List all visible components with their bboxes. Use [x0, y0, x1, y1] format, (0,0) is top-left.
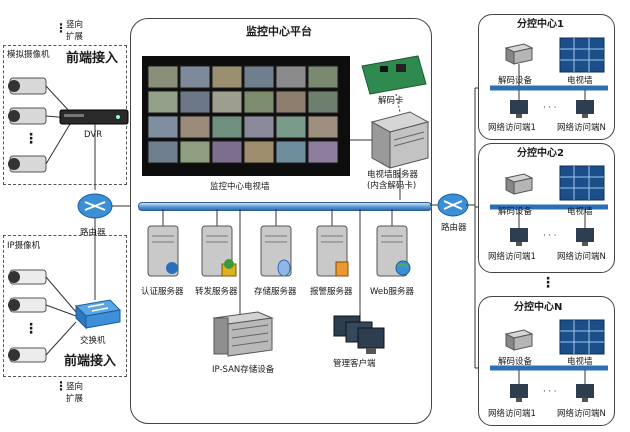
- tv-wall-icon: [559, 165, 605, 201]
- pc-icon: [510, 228, 528, 246]
- tv-server-label-2: (内含解码卡): [367, 181, 417, 191]
- router-icon: [77, 193, 113, 219]
- server-label-forward: 转发服务器: [195, 287, 238, 297]
- router-label-left: 路由器: [80, 228, 106, 238]
- sub-center-n: [478, 296, 615, 426]
- router-label-right: 路由器: [441, 223, 467, 233]
- sub1-wall-label: 电视墙: [567, 76, 593, 86]
- server-label-auth: 认证服务器: [141, 287, 184, 297]
- sub-center-1: [478, 14, 615, 140]
- ipsan-storage-icon: [212, 311, 274, 357]
- camera-icon: [8, 347, 47, 363]
- sub-center-2-devices: [490, 165, 608, 246]
- sub2-wall-label: 电视墙: [567, 207, 593, 217]
- network-bus: [138, 202, 432, 211]
- subn-client1-label: 网络访问端1: [488, 409, 536, 419]
- decoder-device-icon: [504, 173, 534, 195]
- expand-label-top-1: 竖向: [66, 20, 84, 30]
- sub2-decoder-label: 解码设备: [498, 207, 533, 217]
- sub2-clientn-label: 网络访问端N: [557, 252, 606, 262]
- alarm-server-icon: [316, 225, 349, 277]
- tv-wall-icon: [559, 319, 605, 355]
- management-client-label: 管理客户端: [333, 359, 376, 369]
- analog-ellipsis: ⋮: [24, 131, 38, 147]
- ip-camera-label: IP摄像机: [7, 241, 41, 251]
- sub1-hdots: · · ·: [543, 103, 557, 113]
- subn-decoder-label: 解码设备: [498, 357, 533, 367]
- expand-label-bottom-1: 竖向: [66, 382, 84, 392]
- ip-camera-group: [3, 235, 127, 377]
- decoder-card-label: 解码卡: [378, 96, 404, 106]
- switch-icon: [74, 299, 122, 330]
- decoder-device-icon: [504, 329, 534, 351]
- camera-icon: [8, 155, 47, 173]
- decoder-card-icon: [361, 55, 427, 95]
- ip-ellipsis: ⋮: [24, 321, 38, 337]
- sub1-decoder-label: 解码设备: [498, 76, 533, 86]
- expand-dots-bottom: ⋮: [55, 379, 67, 393]
- video-wall-screens: [147, 65, 339, 164]
- analog-camera-label: 模拟摄像机: [7, 50, 50, 60]
- pc-icon: [576, 228, 594, 246]
- subn-clientn-label: 网络访问端N: [557, 409, 606, 419]
- sub-center-1-title: 分控中心1: [517, 19, 564, 30]
- server-label-storage: 存储服务器: [254, 287, 297, 297]
- sub1-clientn-label: 网络访问端N: [557, 123, 606, 133]
- pc-icon: [510, 384, 528, 402]
- storage-server-icon: [260, 225, 292, 277]
- camera-icon: [8, 297, 47, 313]
- pc-icon: [576, 100, 594, 118]
- pc-icon: [510, 100, 528, 118]
- sub1-client1-label: 网络访问端1: [488, 123, 536, 133]
- front-access-bottom-label: 前端接入: [64, 354, 117, 369]
- front-access-top-label: 前端接入: [66, 51, 119, 66]
- platform-title: 监控中心平台: [246, 25, 312, 38]
- dvr-icon: [59, 109, 129, 125]
- expand-label-bottom-2: 扩展: [66, 394, 84, 404]
- sub-center-dots: ⋮: [541, 275, 555, 291]
- tv-wall-server-icon: [370, 111, 430, 169]
- camera-icon: [8, 77, 47, 95]
- sub-center-n-devices: [490, 319, 608, 402]
- management-client-icon: [333, 315, 385, 354]
- sub2-client1-label: 网络访问端1: [488, 252, 536, 262]
- video-wall-label: 监控中心电视墙: [210, 182, 270, 192]
- switch-label: 交换机: [80, 336, 106, 346]
- decoder-device-icon: [504, 43, 534, 65]
- server-label-web: Web服务器: [370, 287, 415, 297]
- pc-icon: [576, 384, 594, 402]
- sub-center-1-devices: [490, 37, 608, 118]
- expand-dots-top: ⋮: [55, 21, 67, 35]
- subn-hdots: · · ·: [543, 387, 557, 397]
- tv-server-label-1: 电视墙服务器: [367, 170, 419, 180]
- subn-wall-label: 电视墙: [567, 357, 593, 367]
- web-server-icon: [376, 225, 411, 277]
- auth-server-icon: [147, 225, 179, 277]
- expand-label-top-2: 扩展: [66, 32, 84, 42]
- tv-wall-icon: [559, 37, 605, 73]
- forward-server-icon: [201, 225, 237, 277]
- dvr-label: DVR: [84, 130, 103, 140]
- ipsan-label: IP-SAN存储设备: [212, 365, 275, 375]
- server-label-alarm: 报警服务器: [310, 287, 353, 297]
- sub2-hdots: · · ·: [543, 231, 557, 241]
- sub-center-2-title: 分控中心2: [517, 148, 564, 159]
- sub-center-n-title: 分控中心N: [514, 302, 563, 313]
